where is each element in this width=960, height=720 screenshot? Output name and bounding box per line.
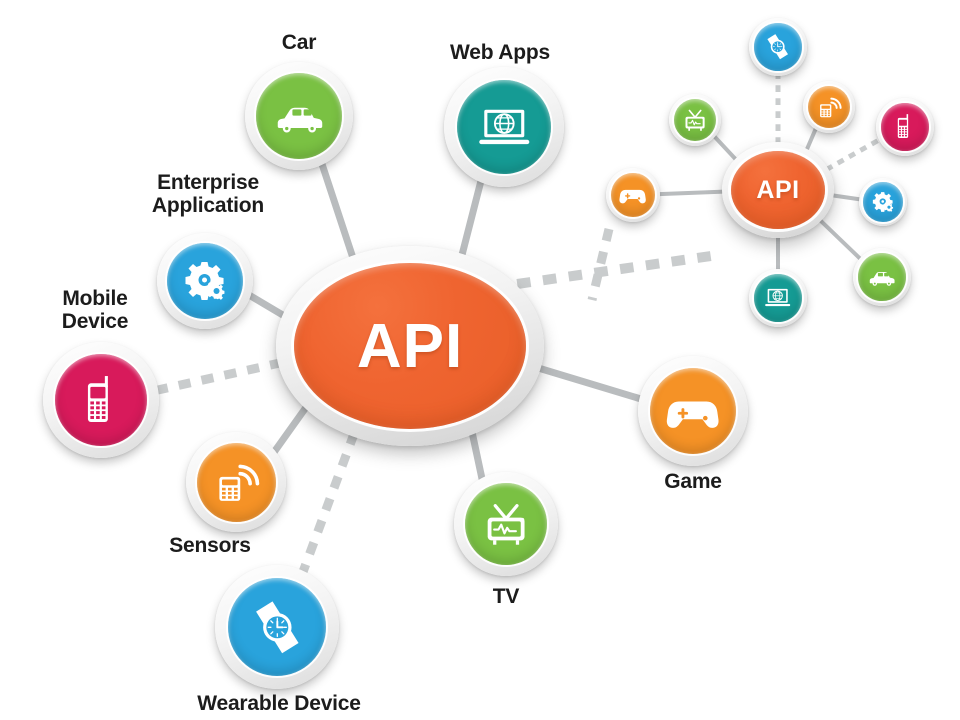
node-web-apps[interactable] bbox=[444, 67, 564, 187]
node-mini-wearable-device[interactable] bbox=[749, 18, 807, 76]
label-wearable-device: Wearable Device bbox=[197, 692, 361, 715]
node-mobile-device[interactable] bbox=[43, 342, 159, 458]
link-main-hub-to-game bbox=[533, 363, 645, 403]
link-main-hub-to-sensors bbox=[270, 401, 312, 456]
gamepad-icon bbox=[610, 172, 656, 218]
link-secondary-hub-to-mini-enterprise-application bbox=[829, 193, 863, 202]
wristwatch-icon bbox=[228, 578, 326, 676]
label-sensors: Sensors bbox=[169, 534, 251, 557]
node-mini-enterprise-application[interactable] bbox=[859, 178, 907, 226]
label-enterprise-application: Enterprise Application bbox=[151, 171, 265, 217]
mobile-phone-icon bbox=[881, 103, 929, 151]
gears-icon bbox=[167, 243, 243, 319]
node-mini-tv[interactable] bbox=[669, 94, 721, 146]
label-mobile-device: Mobile Device bbox=[61, 287, 129, 333]
link-secondary-hub-to-mini-car bbox=[817, 217, 863, 262]
laptop-globe-icon bbox=[456, 79, 552, 175]
secondary-api-hub[interactable]: API bbox=[722, 142, 834, 238]
gears-icon bbox=[863, 182, 903, 222]
node-mini-car[interactable] bbox=[853, 248, 911, 306]
label-game: Game bbox=[664, 470, 722, 493]
link-secondary-hub-to-mini-tv bbox=[712, 134, 739, 163]
node-mini-sensors[interactable] bbox=[803, 81, 855, 133]
secondary-api-hub-label: API bbox=[731, 151, 825, 229]
node-car[interactable] bbox=[245, 62, 353, 170]
node-tv[interactable] bbox=[454, 472, 558, 576]
node-mini-game[interactable] bbox=[606, 168, 660, 222]
label-tv: TV bbox=[492, 585, 520, 608]
sensor-wifi-icon bbox=[196, 442, 276, 522]
node-wearable-device[interactable] bbox=[215, 565, 339, 689]
link-main-hub-to-mobile-device bbox=[155, 358, 283, 395]
node-sensors[interactable] bbox=[186, 432, 286, 532]
tv-icon bbox=[464, 482, 548, 566]
main-api-hub-label: API bbox=[294, 263, 526, 429]
gamepad-icon bbox=[649, 367, 737, 455]
hub-to-mini-hub-link bbox=[516, 249, 720, 289]
node-mini-web-apps[interactable] bbox=[749, 269, 807, 327]
sensor-wifi-icon bbox=[807, 85, 851, 129]
link-secondary-hub-to-mini-mobile-device bbox=[825, 137, 882, 172]
node-game[interactable] bbox=[638, 356, 748, 466]
mobile-phone-icon bbox=[55, 354, 147, 446]
car-icon bbox=[858, 253, 906, 301]
label-car: Car bbox=[281, 31, 317, 54]
wristwatch-icon bbox=[754, 23, 802, 71]
tv-icon bbox=[673, 98, 717, 142]
link-secondary-hub-to-mini-sensors bbox=[804, 126, 818, 153]
node-enterprise-application[interactable] bbox=[157, 233, 253, 329]
node-mini-mobile-device[interactable] bbox=[876, 98, 934, 156]
link-secondary-cluster-outbound-stub bbox=[587, 227, 614, 302]
laptop-globe-icon bbox=[754, 274, 802, 322]
car-icon bbox=[256, 73, 342, 159]
label-web-apps: Web Apps bbox=[450, 41, 550, 64]
main-api-hub[interactable]: API bbox=[276, 246, 544, 446]
